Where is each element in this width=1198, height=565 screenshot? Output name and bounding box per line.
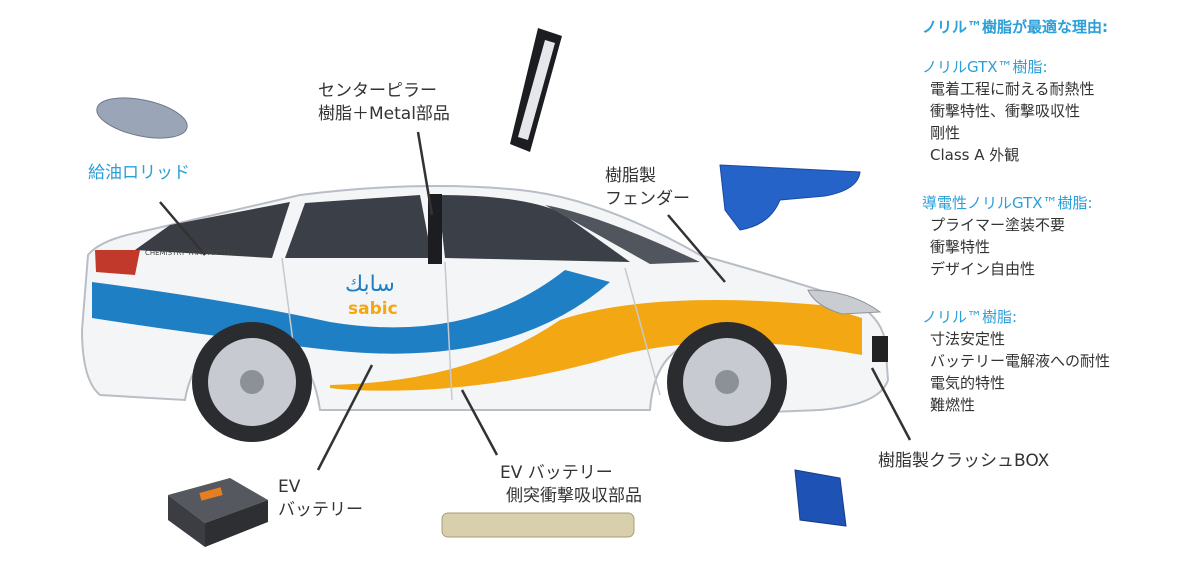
label-crash-box: 樹脂製クラッシュBOX (878, 451, 1050, 471)
section-heading: ノリル™樹脂: (922, 308, 1018, 326)
label-ev-battery-line1: EV (278, 477, 301, 497)
section-item: プライマー塗装不要 (930, 216, 1066, 234)
label-center-pillar-line2: 樹脂＋Metal部品 (318, 104, 450, 124)
leader-crash-box (870, 367, 912, 441)
ev-battery-part (168, 478, 268, 523)
section-heading: 導電性ノリルGTX™樹脂: (922, 194, 1093, 212)
leader-ev-side (460, 389, 499, 456)
label-ev-battery-line2: バッテリー (278, 500, 363, 520)
tail-light (95, 250, 140, 275)
section-item: 難燃性 (930, 396, 976, 414)
rear-window (135, 202, 290, 258)
leader-fuel-lid (159, 201, 206, 256)
label-fender-line1: 樹脂製 (605, 166, 656, 186)
label-ev-side: EV バッテリー 側突衝撃吸収部品 (500, 462, 642, 508)
leader-ev-battery (316, 364, 374, 471)
rear-wheel (192, 322, 312, 442)
fuel-lid-part (96, 97, 188, 139)
car-slogan: CHEMISTRY THAT MATTERS™ (145, 249, 248, 257)
front-grille (872, 336, 888, 362)
label-fuel-lid: 給油ロリッド (88, 163, 190, 183)
section-item: 電着工程に耐える耐熱性 (930, 80, 1095, 98)
section-item: Class A 外観 (930, 146, 1020, 164)
label-ev-battery: EV バッテリー (278, 476, 363, 522)
leader-center-pillar (416, 131, 434, 216)
section-item: 寸法安定性 (930, 330, 1006, 348)
section-heading: ノリルGTX™樹脂: (922, 58, 1048, 76)
section-item: 衝撃特性、衝撃吸収性 (930, 102, 1081, 120)
headlight (807, 289, 882, 315)
label-ev-side-line1: EV バッテリー (500, 463, 613, 483)
section-item: デザイン自由性 (930, 260, 1036, 278)
front-wheel (667, 322, 787, 442)
front-side-window (438, 195, 630, 262)
windshield (545, 205, 700, 264)
label-fender: 樹脂製 フェンダー (605, 165, 690, 211)
section-item: 衝撃特性 (930, 238, 991, 256)
rear-side-window (285, 195, 432, 258)
label-center-pillar-line1: センターピラー (318, 81, 437, 101)
side-impact-part (441, 512, 635, 538)
car-brand-arabic: سابك (345, 272, 395, 297)
label-center-pillar: センターピラー 樹脂＋Metal部品 (318, 80, 450, 126)
section-item: 電気的特性 (930, 374, 1006, 392)
label-fender-line2: フェンダー (605, 189, 690, 209)
label-ev-side-line2: 側突衝撃吸収部品 (506, 486, 642, 506)
reasons-panel: ノリル™樹脂が最適な理由: ノリルGTX™樹脂: 電着工程に耐える耐熱性 衝撃特… (922, 16, 1192, 416)
crash-box-part (794, 469, 847, 527)
section-item: 剛性 (930, 124, 961, 142)
leader-fender (667, 214, 726, 283)
fender-part (719, 164, 861, 231)
panel-title: ノリル™樹脂が最適な理由: (922, 18, 1108, 36)
section-item: バッテリー電解液への耐性 (930, 352, 1111, 370)
car-brand-latin: sabic (348, 299, 398, 319)
